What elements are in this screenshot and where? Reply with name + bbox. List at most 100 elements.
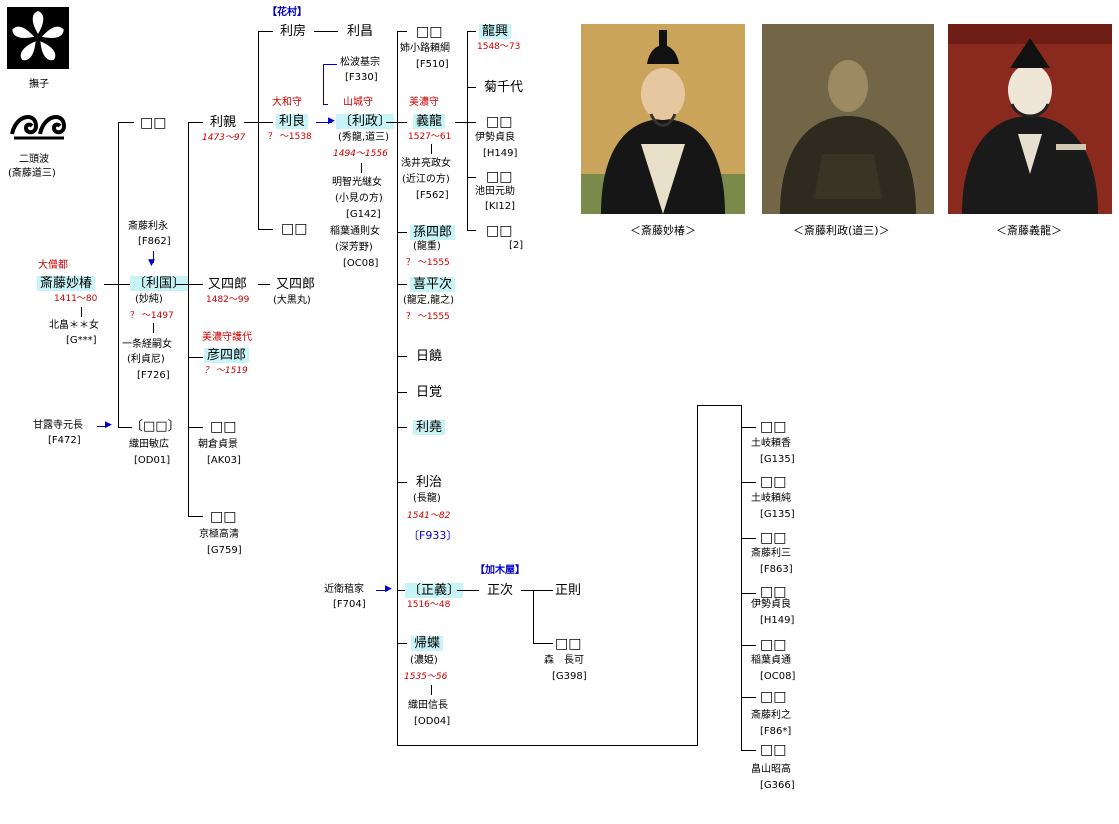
person-ikeda-unknown: □□ xyxy=(486,169,513,185)
matashiro-dates: 1482～99 xyxy=(206,295,250,305)
matsunami-ref: [F330] xyxy=(345,72,378,83)
person-toshichika: 利親 xyxy=(210,115,237,130)
myochin-dates: 1411～80 xyxy=(54,294,98,304)
person-oda-toshihiro: 織田敏広 xyxy=(129,439,169,450)
person-anekoji: 姉小路頼綱 xyxy=(400,43,450,54)
matashiro2-sub: (大黒丸) xyxy=(273,295,311,306)
inaba-sub: (深芳野) xyxy=(335,242,373,253)
person-matashiro2: 又四郎 xyxy=(276,277,316,292)
toshiharu-ref[interactable]: 〔F933〕 xyxy=(408,529,458,542)
inaba-ref: [OC08] xyxy=(343,258,379,269)
person-toshinaga2: 利良 xyxy=(276,114,309,129)
kiheiji-sub: (龍定,龍之) xyxy=(403,295,454,306)
person-toshimasa-hanamura: 利昌 xyxy=(347,24,374,39)
person-toshifusa: 利房 xyxy=(280,24,307,39)
kanroji-ref: [F472] xyxy=(48,435,81,446)
magoshiro-sub: (龍重) xyxy=(413,241,441,252)
person-toki1: 土岐頼香 xyxy=(751,438,791,449)
hikoshiro-dates: ？ ～1519 xyxy=(204,366,248,376)
yamashiro-title: 山城守 xyxy=(343,97,373,108)
caption-dosan: ＜斎藤利政(道三)＞ xyxy=(793,224,890,237)
dosan-dates: 1494～1556 xyxy=(333,149,388,159)
oda-nobunaga-ref: [OD04] xyxy=(414,716,451,727)
person-saito-toshimitsu-unknown: □□ xyxy=(760,530,787,546)
person-ise2-unknown: □□ xyxy=(760,584,787,600)
anekoji-ref: [F510] xyxy=(416,59,449,70)
person-ichijo: 一条経嗣女 xyxy=(122,339,172,350)
portrait-dosan xyxy=(762,24,934,214)
akechi-sub: (小見の方) xyxy=(335,193,383,204)
konoe-ref: [F704] xyxy=(333,599,366,610)
person-kicho: 帰蝶 xyxy=(411,636,444,651)
person-toki1-unknown: □□ xyxy=(760,419,787,435)
inaba2-ref: [OC08] xyxy=(760,671,796,682)
kyogoku-ref: [G759] xyxy=(207,545,242,556)
person-inaba2: 稲葉貞通 xyxy=(751,655,791,666)
crest1-label: 撫子 xyxy=(29,79,49,90)
person-mori: 森 長可 xyxy=(544,655,584,666)
crest2-label: 二頭波 xyxy=(19,154,49,165)
daisozu-title: 大僧都 xyxy=(38,260,68,271)
caption-yoshitatsu: ＜斎藤義龍＞ xyxy=(996,224,1062,237)
kiheiji-dates: ？ ～1555 xyxy=(406,312,450,322)
person-saito-toshiyuki: 斎藤利之 xyxy=(751,710,791,721)
masayoshi-dates: 1516～48 xyxy=(407,600,451,610)
caption-myochin: ＜斎藤妙椿＞ xyxy=(630,224,696,237)
oda-toshihiro-ref: [OD01] xyxy=(134,455,171,466)
toshikuni-dates: ？ ～1497 xyxy=(130,311,174,321)
toshinaga-ref: [F862] xyxy=(138,236,171,247)
mino-shugodai-title: 美濃守護代 xyxy=(202,332,252,343)
person-top-unknown: □□ xyxy=(140,115,167,131)
toshiharu-sub: (長龍) xyxy=(413,493,441,504)
kicho-dates: 1535～56 xyxy=(404,672,448,682)
person-saito-toshimitsu: 斎藤利三 xyxy=(751,548,791,559)
person-saito-toshiyuki-unknown: □□ xyxy=(760,689,787,705)
tatsuoki-dates: 1548～73 xyxy=(477,42,521,52)
person-toshikuni: 〔利国〕 xyxy=(130,276,189,291)
person-kyogoku: 京極高清 xyxy=(199,529,239,540)
ikeda-ref: [KI12] xyxy=(485,201,516,212)
person-myochin: 斎藤妙椿 xyxy=(37,276,96,291)
saito-toshimitsu-ref: [F863] xyxy=(760,564,793,575)
kagiya-branch-label: 【加木屋】 xyxy=(475,565,525,576)
person-ise-unknown: □□ xyxy=(486,114,513,130)
person-kikuchiyo: 菊千代 xyxy=(484,80,524,95)
person-magoshiro: 孫四郎 xyxy=(410,225,456,240)
person-kitabatake: 北畠＊＊女 xyxy=(49,320,99,331)
wave-crest-icon xyxy=(10,104,68,147)
person-toki2-unknown: □□ xyxy=(760,474,787,490)
toki1-ref: [G135] xyxy=(760,454,795,465)
ichijo-ref: [F726] xyxy=(137,370,170,381)
person-asai: 浅井亮政女 xyxy=(401,158,451,169)
person-masanori: 正則 xyxy=(555,583,582,598)
person-masayoshi: 〔正義〕 xyxy=(405,583,464,598)
nadeshiko-crest-icon xyxy=(7,7,69,69)
person-dosan: 〔利政〕 xyxy=(336,114,395,129)
kitabatake-ref: [G***] xyxy=(66,335,97,346)
person-kanroji: 甘露寺元長 xyxy=(33,420,83,431)
asakura-ref: [AK03] xyxy=(207,455,241,466)
ise-ref: [H149] xyxy=(483,148,518,159)
hanamura-branch-label: 【花村】 xyxy=(267,7,307,18)
portrait-myochin xyxy=(581,24,745,214)
mino-title: 美濃守 xyxy=(409,97,439,108)
ichijo-sub: (利貞尼) xyxy=(127,354,165,365)
person-tatsuoki: 龍興 xyxy=(479,24,512,39)
akechi-ref: [G142] xyxy=(346,209,381,220)
person-toshinaga: 斎藤利永 xyxy=(128,221,168,232)
person-inaba: 稲葉通則女 xyxy=(330,226,380,237)
person-yoshitatsu: 義龍 xyxy=(413,114,446,129)
person-akechi: 明智光継女 xyxy=(332,177,382,188)
person-matsunami: 松波基宗 xyxy=(340,57,380,68)
asai-ref: [F562] xyxy=(416,190,449,201)
person-asakura-unknown: □□ xyxy=(210,419,237,435)
person-matashiro: 又四郎 xyxy=(208,277,248,292)
toshikuni-sub: (妙純) xyxy=(135,294,163,305)
person-konoe: 近衛稙家 xyxy=(324,584,364,595)
person-hatakeyama: 畠山昭高 xyxy=(751,764,791,775)
person-mid-unknown: □□ xyxy=(281,221,308,237)
person-ise: 伊勢貞良 xyxy=(475,132,515,143)
person-kiheiji: 喜平次 xyxy=(410,277,456,292)
person-ikeda: 池田元助 xyxy=(475,186,515,197)
yamato-title: 大和守 xyxy=(272,97,302,108)
